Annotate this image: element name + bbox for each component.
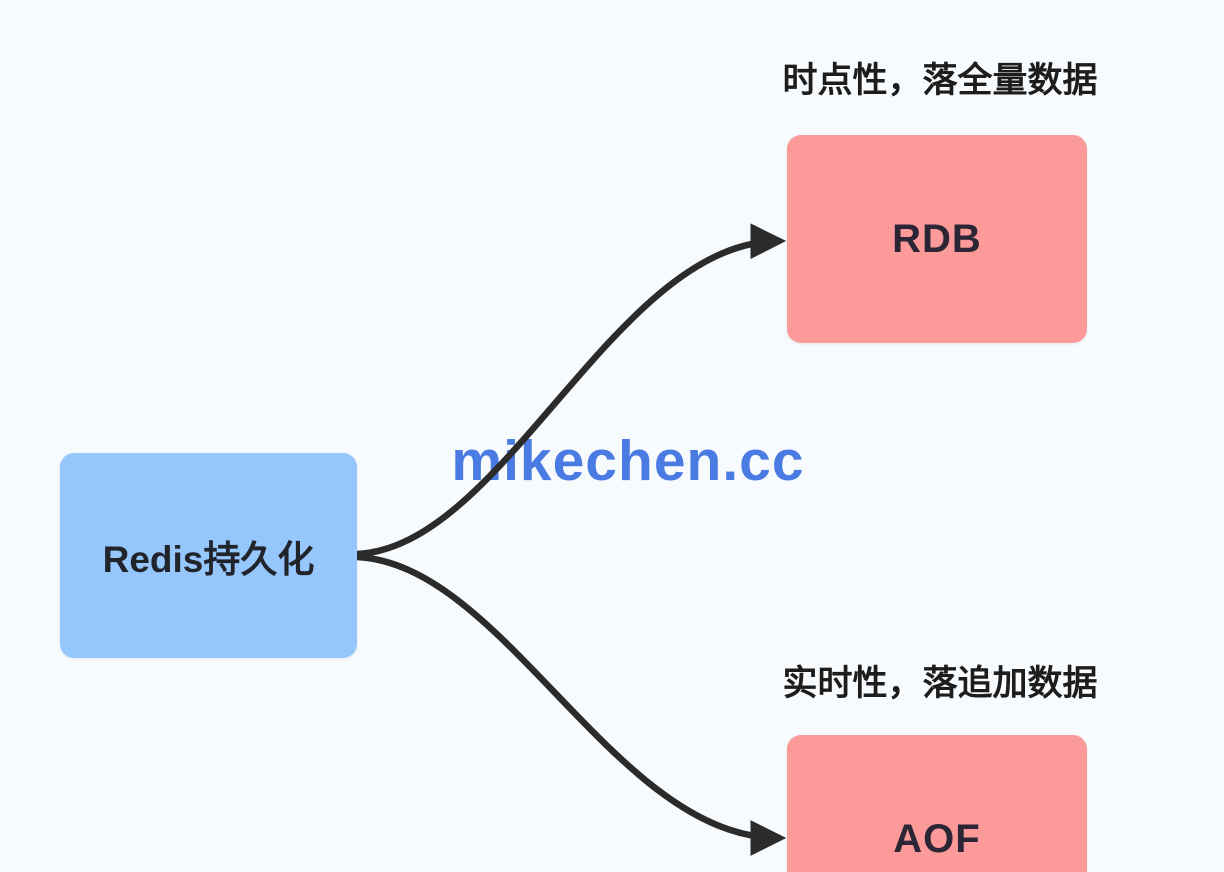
node-redis-persistence: Redis持久化 <box>60 453 357 658</box>
node-aof: AOF <box>787 735 1087 872</box>
aof-annotation: 实时性，落追加数据 <box>782 664 1098 703</box>
node-redis-persistence-label: Redis持久化 <box>102 538 315 580</box>
node-rdb-label: RDB <box>892 216 982 261</box>
rdb-annotation: 时点性，落全量数据 <box>782 61 1098 100</box>
node-rdb: RDB <box>787 135 1087 343</box>
edge-root-to-rdb <box>353 223 787 558</box>
edge-root-to-aof <box>353 553 787 856</box>
node-aof-label: AOF <box>893 816 981 861</box>
watermark: mikechen.cc <box>451 429 805 493</box>
